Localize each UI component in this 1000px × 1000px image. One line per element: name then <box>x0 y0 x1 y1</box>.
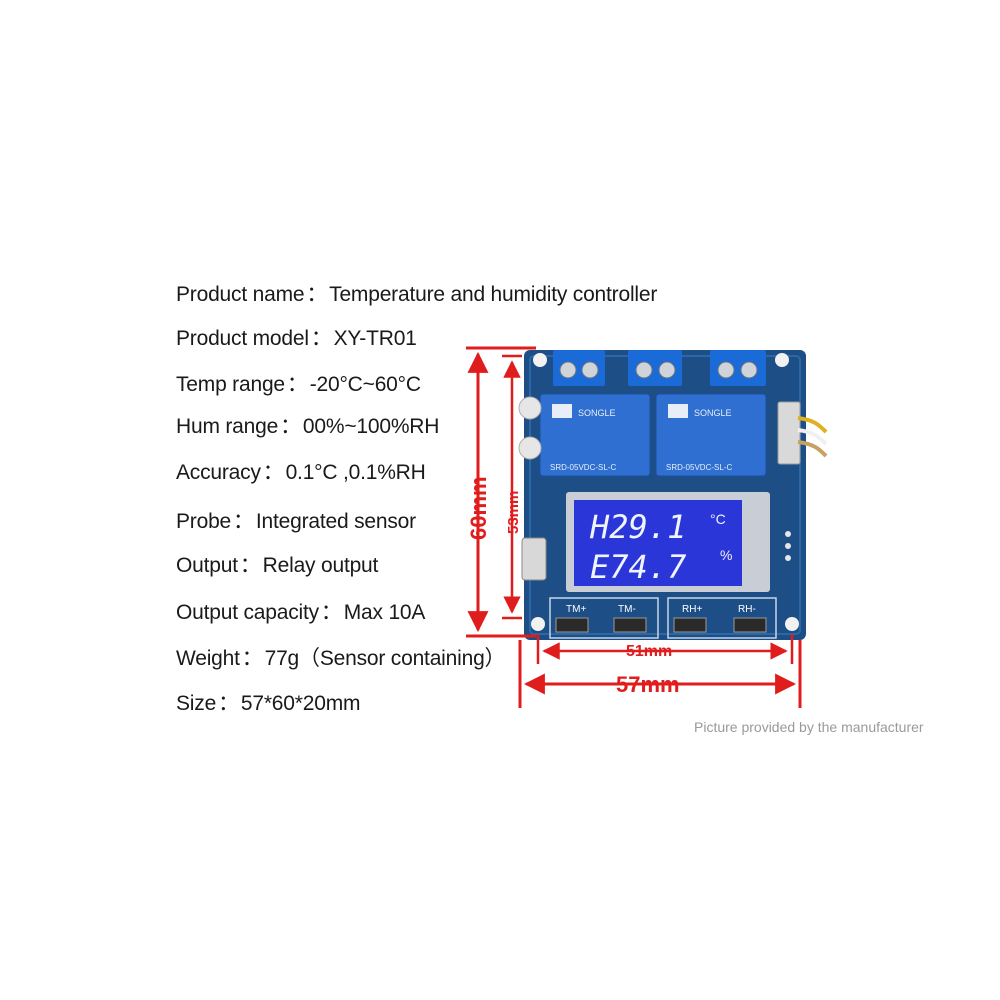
spec-accuracy: Accuracy：0.1°C ,0.1%RH <box>176 461 426 484</box>
svg-text:SONGLE: SONGLE <box>694 408 732 418</box>
mounting-hole <box>531 617 545 631</box>
svg-text:RH-: RH- <box>738 604 756 615</box>
mounting-hole <box>775 353 789 367</box>
dimension-height-inner <box>502 354 522 620</box>
label-height-outer: 60mm <box>466 476 491 540</box>
relay-left: SONGLE SRD-05VDC-SL-C <box>539 393 651 477</box>
button-rh-minus: RH- <box>733 604 767 633</box>
button-tm-plus: TM+ <box>555 604 589 633</box>
button-tm-minus: TM- <box>613 604 647 633</box>
micro-usb-port <box>521 537 547 581</box>
lcd-unit-celsius: °C <box>710 511 726 527</box>
lcd-display: H29.1 °C E74.7 % <box>566 492 770 592</box>
lcd-line-humidity: H29.1 <box>589 508 686 546</box>
spec-product-name: Product name：Temperature and humidity co… <box>176 283 658 306</box>
terminal-block-middle <box>628 350 682 386</box>
mounting-hole <box>785 617 799 631</box>
button-rh-plus: RH+ <box>673 604 707 633</box>
dimension-width-inner <box>536 634 794 664</box>
lcd-unit-percent: % <box>720 547 732 563</box>
svg-text:SRD-05VDC-SL-C: SRD-05VDC-SL-C <box>550 463 616 472</box>
spec-hum-range: Hum range：00%~100%RH <box>176 415 440 438</box>
sensor-connector <box>777 401 828 465</box>
lcd-line-temperature: E74.7 <box>590 548 686 586</box>
header-pins <box>785 531 791 561</box>
led-indicator <box>518 396 542 420</box>
spec-product-model: Product model：XY-TR01 <box>176 327 417 350</box>
spec-output: Output：Relay output <box>176 554 379 577</box>
label-width-outer: 57mm <box>616 672 680 697</box>
spec-weight: Weight：77g（Sensor containing） <box>176 647 506 670</box>
spec-probe: Probe：Integrated sensor <box>176 510 416 533</box>
led-indicator <box>518 436 542 460</box>
relay-right: SONGLE SRD-05VDC-SL-C <box>655 393 767 477</box>
dimension-height-outer <box>466 346 536 638</box>
svg-text:TM+: TM+ <box>566 604 586 615</box>
label-width-inner: 51mm <box>626 643 672 660</box>
spec-size: Size：57*60*20mm <box>176 692 361 715</box>
label-height-inner: 53mm <box>505 491 522 534</box>
terminal-block-left <box>553 350 605 386</box>
svg-text:SRD-05VDC-SL-C: SRD-05VDC-SL-C <box>666 463 732 472</box>
svg-text:SONGLE: SONGLE <box>578 408 616 418</box>
dimension-width-outer <box>518 640 802 708</box>
spec-output-capacity: Output capacity：Max 10A <box>176 601 426 624</box>
svg-text:RH+: RH+ <box>682 604 702 615</box>
terminal-block-right <box>710 350 766 386</box>
spec-temp-range: Temp range：-20°C~60°C <box>176 373 421 396</box>
svg-text:TM-: TM- <box>618 604 636 615</box>
picture-credit: Picture provided by the manufacturer <box>694 719 924 735</box>
mounting-hole <box>533 353 547 367</box>
